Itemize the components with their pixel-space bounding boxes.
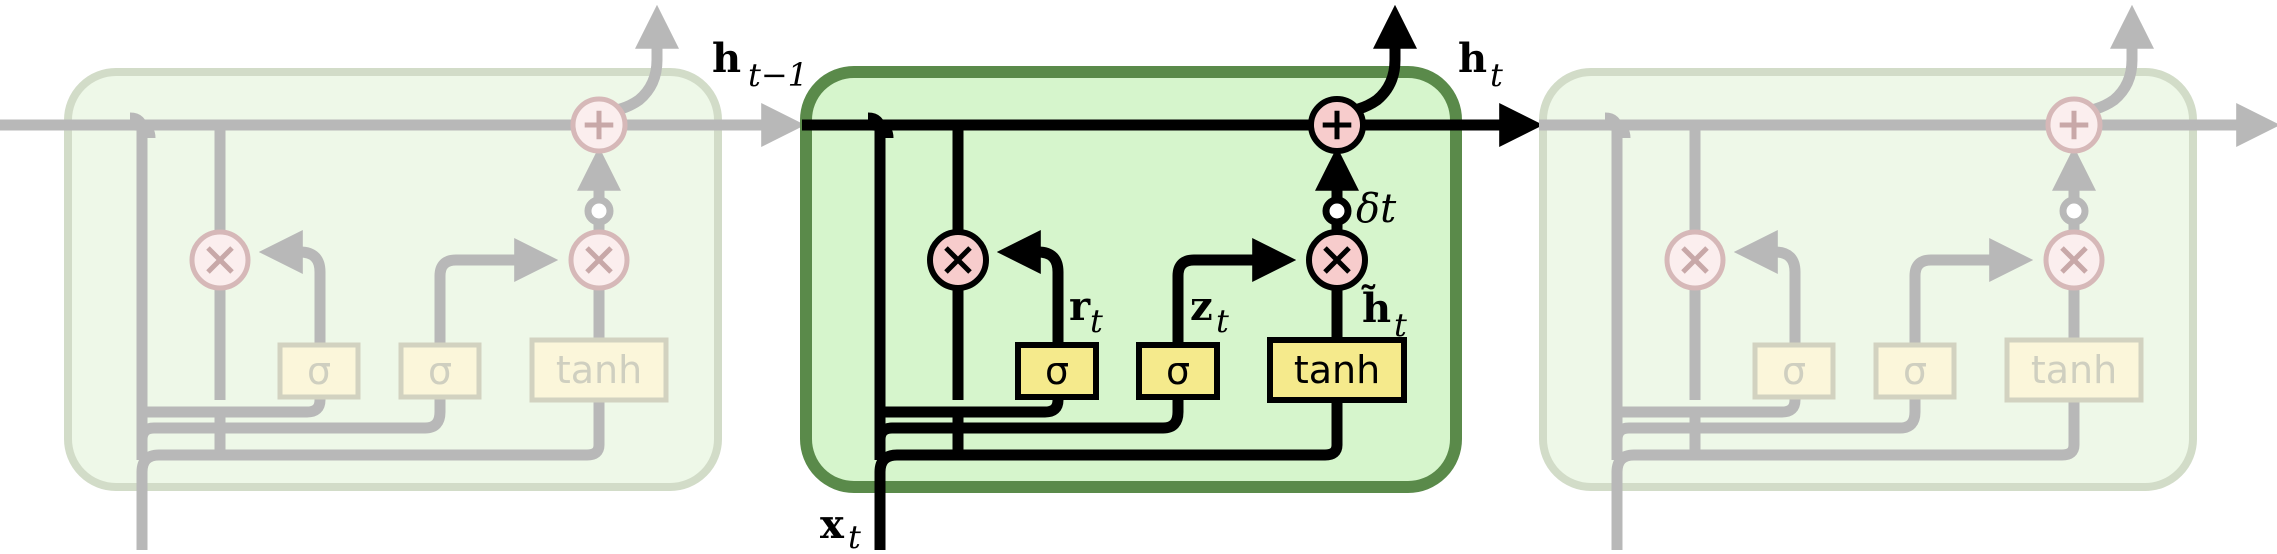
one-minus-icon — [584, 196, 614, 226]
cell-current: σ σ tanh — [800, 4, 1544, 550]
cell-next: σ σ tanh — [1539, 4, 2277, 550]
one-minus-icon — [1322, 196, 1352, 226]
hprev-branch-1 — [871, 119, 894, 139]
times-glyph — [206, 246, 234, 274]
gate-box — [1267, 337, 1407, 403]
multiply-op — [2043, 229, 2105, 291]
label-r-t: r t — [1069, 283, 1103, 340]
sigma-gate: σ — [398, 342, 482, 400]
label-z-t: z t — [1190, 283, 1229, 340]
multiply-op — [568, 229, 630, 291]
reset-gate-arrow — [258, 230, 326, 345]
plus-glyph — [2059, 110, 2089, 140]
label-x-t-sub: t — [848, 518, 861, 554]
multiply-op — [1306, 229, 1368, 291]
gate-label: σ — [428, 349, 452, 393]
sigma-gate: σ — [1752, 342, 1836, 400]
multiply-op — [189, 229, 251, 291]
label-h-prev-sub: t−1 — [748, 56, 808, 94]
sigma-gate: σ — [1873, 342, 1957, 400]
gate-box — [1136, 342, 1220, 400]
sigma-gate: σ — [1136, 342, 1220, 400]
multiply-op — [927, 229, 989, 291]
add-op — [2045, 96, 2103, 154]
tanh-gate: tanh — [2004, 337, 2144, 403]
sigma-gate: σ — [1015, 342, 1099, 400]
gate-box — [529, 337, 669, 403]
gate-label: tanh — [2031, 348, 2117, 392]
gate-label: tanh — [1294, 348, 1380, 392]
hprev-branch-1 — [1608, 119, 1631, 139]
label-h-tilde-sub: t — [1394, 306, 1407, 344]
label-h-prev-base: h — [712, 35, 741, 82]
label-r-t-sub: t — [1090, 302, 1103, 340]
input-to-sigma-r — [136, 393, 326, 420]
gate-label: σ — [307, 349, 331, 393]
times-glyph — [944, 246, 972, 274]
gate-label: σ — [1782, 349, 1806, 393]
label-h-t-sub: t — [1490, 56, 1503, 94]
sigma-gate: σ — [277, 342, 361, 400]
gate-label: σ — [1166, 349, 1190, 393]
input-to-sigma-r — [874, 393, 1064, 420]
times-glyph — [585, 246, 613, 274]
gate-label: σ — [1903, 349, 1927, 393]
gate-box — [2004, 337, 2144, 403]
multiply-op — [1664, 229, 1726, 291]
update-gate-arrow — [1909, 238, 2034, 345]
times-glyph — [1323, 246, 1351, 274]
input-to-tanh — [136, 352, 605, 550]
gate-box — [1752, 342, 1836, 400]
label-delta-t: δt — [1356, 186, 1397, 232]
label-h-t-base: h — [1458, 35, 1487, 82]
times-glyph — [2060, 246, 2088, 274]
gate-box — [1873, 342, 1957, 400]
label-h-prev: h t−1 — [712, 35, 808, 94]
input-to-tanh — [874, 352, 1343, 550]
label-r-t-base: r — [1069, 283, 1091, 330]
tanh-gate: tanh — [529, 337, 669, 403]
gate-box — [277, 342, 361, 400]
label-z-t-base: z — [1190, 283, 1213, 330]
plus-glyph — [1322, 110, 1352, 140]
gate-label: tanh — [556, 348, 642, 392]
update-gate-arrow — [434, 238, 559, 345]
input-to-sigma-r — [1611, 393, 1801, 420]
one-minus-icon — [2059, 196, 2089, 226]
label-x-t-base: x — [820, 501, 845, 548]
hprev-branch-1 — [133, 119, 156, 139]
label-z-t-sub: t — [1216, 302, 1229, 340]
label-x-t: x t — [820, 501, 861, 554]
reset-gate-arrow — [1733, 230, 1801, 345]
add-op — [570, 96, 628, 154]
plus-glyph — [584, 110, 614, 140]
gate-box — [1015, 342, 1099, 400]
label-h-tilde: h̃ t — [1361, 285, 1407, 344]
times-glyph — [1681, 246, 1709, 274]
reset-gate-arrow — [996, 230, 1064, 345]
add-op — [1308, 96, 1366, 154]
update-gate-arrow — [1172, 238, 1297, 345]
gate-label: σ — [1045, 349, 1069, 393]
label-h-tilde-base: h̃ — [1361, 285, 1391, 332]
gate-box — [398, 342, 482, 400]
tanh-gate: tanh — [1267, 337, 1407, 403]
label-h-t: h t — [1458, 35, 1503, 94]
cell-previous: σ σ tanh — [64, 4, 806, 550]
input-to-tanh — [1611, 352, 2080, 550]
